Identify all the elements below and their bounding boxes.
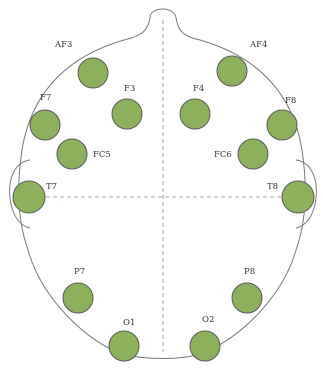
electrode-o2: O2: [189, 315, 221, 362]
electrode-t8-dot: [281, 180, 315, 214]
electrode-p8-label: P8: [244, 267, 255, 277]
electrode-af3: AF3: [54, 40, 109, 89]
electrode-f8-label: F8: [285, 96, 296, 106]
electrode-af4-dot: [216, 55, 248, 87]
electrode-p7-label: P7: [74, 267, 85, 277]
electrode-f4: F4: [179, 84, 211, 130]
electrode-f8-dot: [266, 109, 298, 141]
electrode-fc6-label: FC6: [214, 150, 232, 160]
electrode-p7: P7: [62, 267, 94, 314]
electrode-o1-dot: [108, 330, 140, 362]
electrode-t8-label: T8: [267, 182, 278, 192]
electrode-af4-label: AF4: [249, 40, 267, 50]
electrode-f7: F7: [29, 93, 61, 141]
electrode-p8: P8: [231, 267, 263, 314]
left-ear: [9, 159, 31, 229]
electrode-p8-dot: [231, 282, 263, 314]
electrode-o2-label: O2: [202, 315, 214, 325]
electrode-p7-dot: [62, 282, 94, 314]
electrode-o1: O1: [108, 318, 140, 362]
electrode-t7: T7: [12, 180, 57, 214]
electrode-f3-dot: [111, 98, 143, 130]
electrodes: AF3 AF4 F7 F3 F4 F8 FC5 FC6: [12, 40, 315, 362]
electrode-fc5-label: FC5: [93, 150, 111, 160]
electrode-f3-label: F3: [124, 84, 135, 94]
electrode-fc6-dot: [237, 138, 269, 170]
electrode-f3: F3: [111, 84, 143, 130]
electrode-o2-dot: [189, 330, 221, 362]
electrode-f4-dot: [179, 98, 211, 130]
electrode-t7-label: T7: [46, 182, 57, 192]
electrode-af3-label: AF3: [54, 40, 72, 50]
electrode-t7-dot: [12, 180, 46, 214]
electrode-f7-dot: [29, 109, 61, 141]
head-outline: [18, 8, 306, 359]
electrode-f8: F8: [266, 96, 298, 141]
electrode-af3-dot: [77, 57, 109, 89]
electrode-t8: T8: [267, 180, 315, 214]
electrode-f7-label: F7: [40, 93, 51, 103]
right-ear: [295, 159, 317, 229]
electrode-fc5-dot: [56, 138, 88, 170]
electrode-o1-label: O1: [123, 318, 135, 328]
electrode-fc6: FC6: [214, 138, 269, 170]
electrode-af4: AF4: [216, 40, 267, 87]
electrode-fc5: FC5: [56, 138, 111, 170]
electrode-f4-label: F4: [193, 84, 204, 94]
